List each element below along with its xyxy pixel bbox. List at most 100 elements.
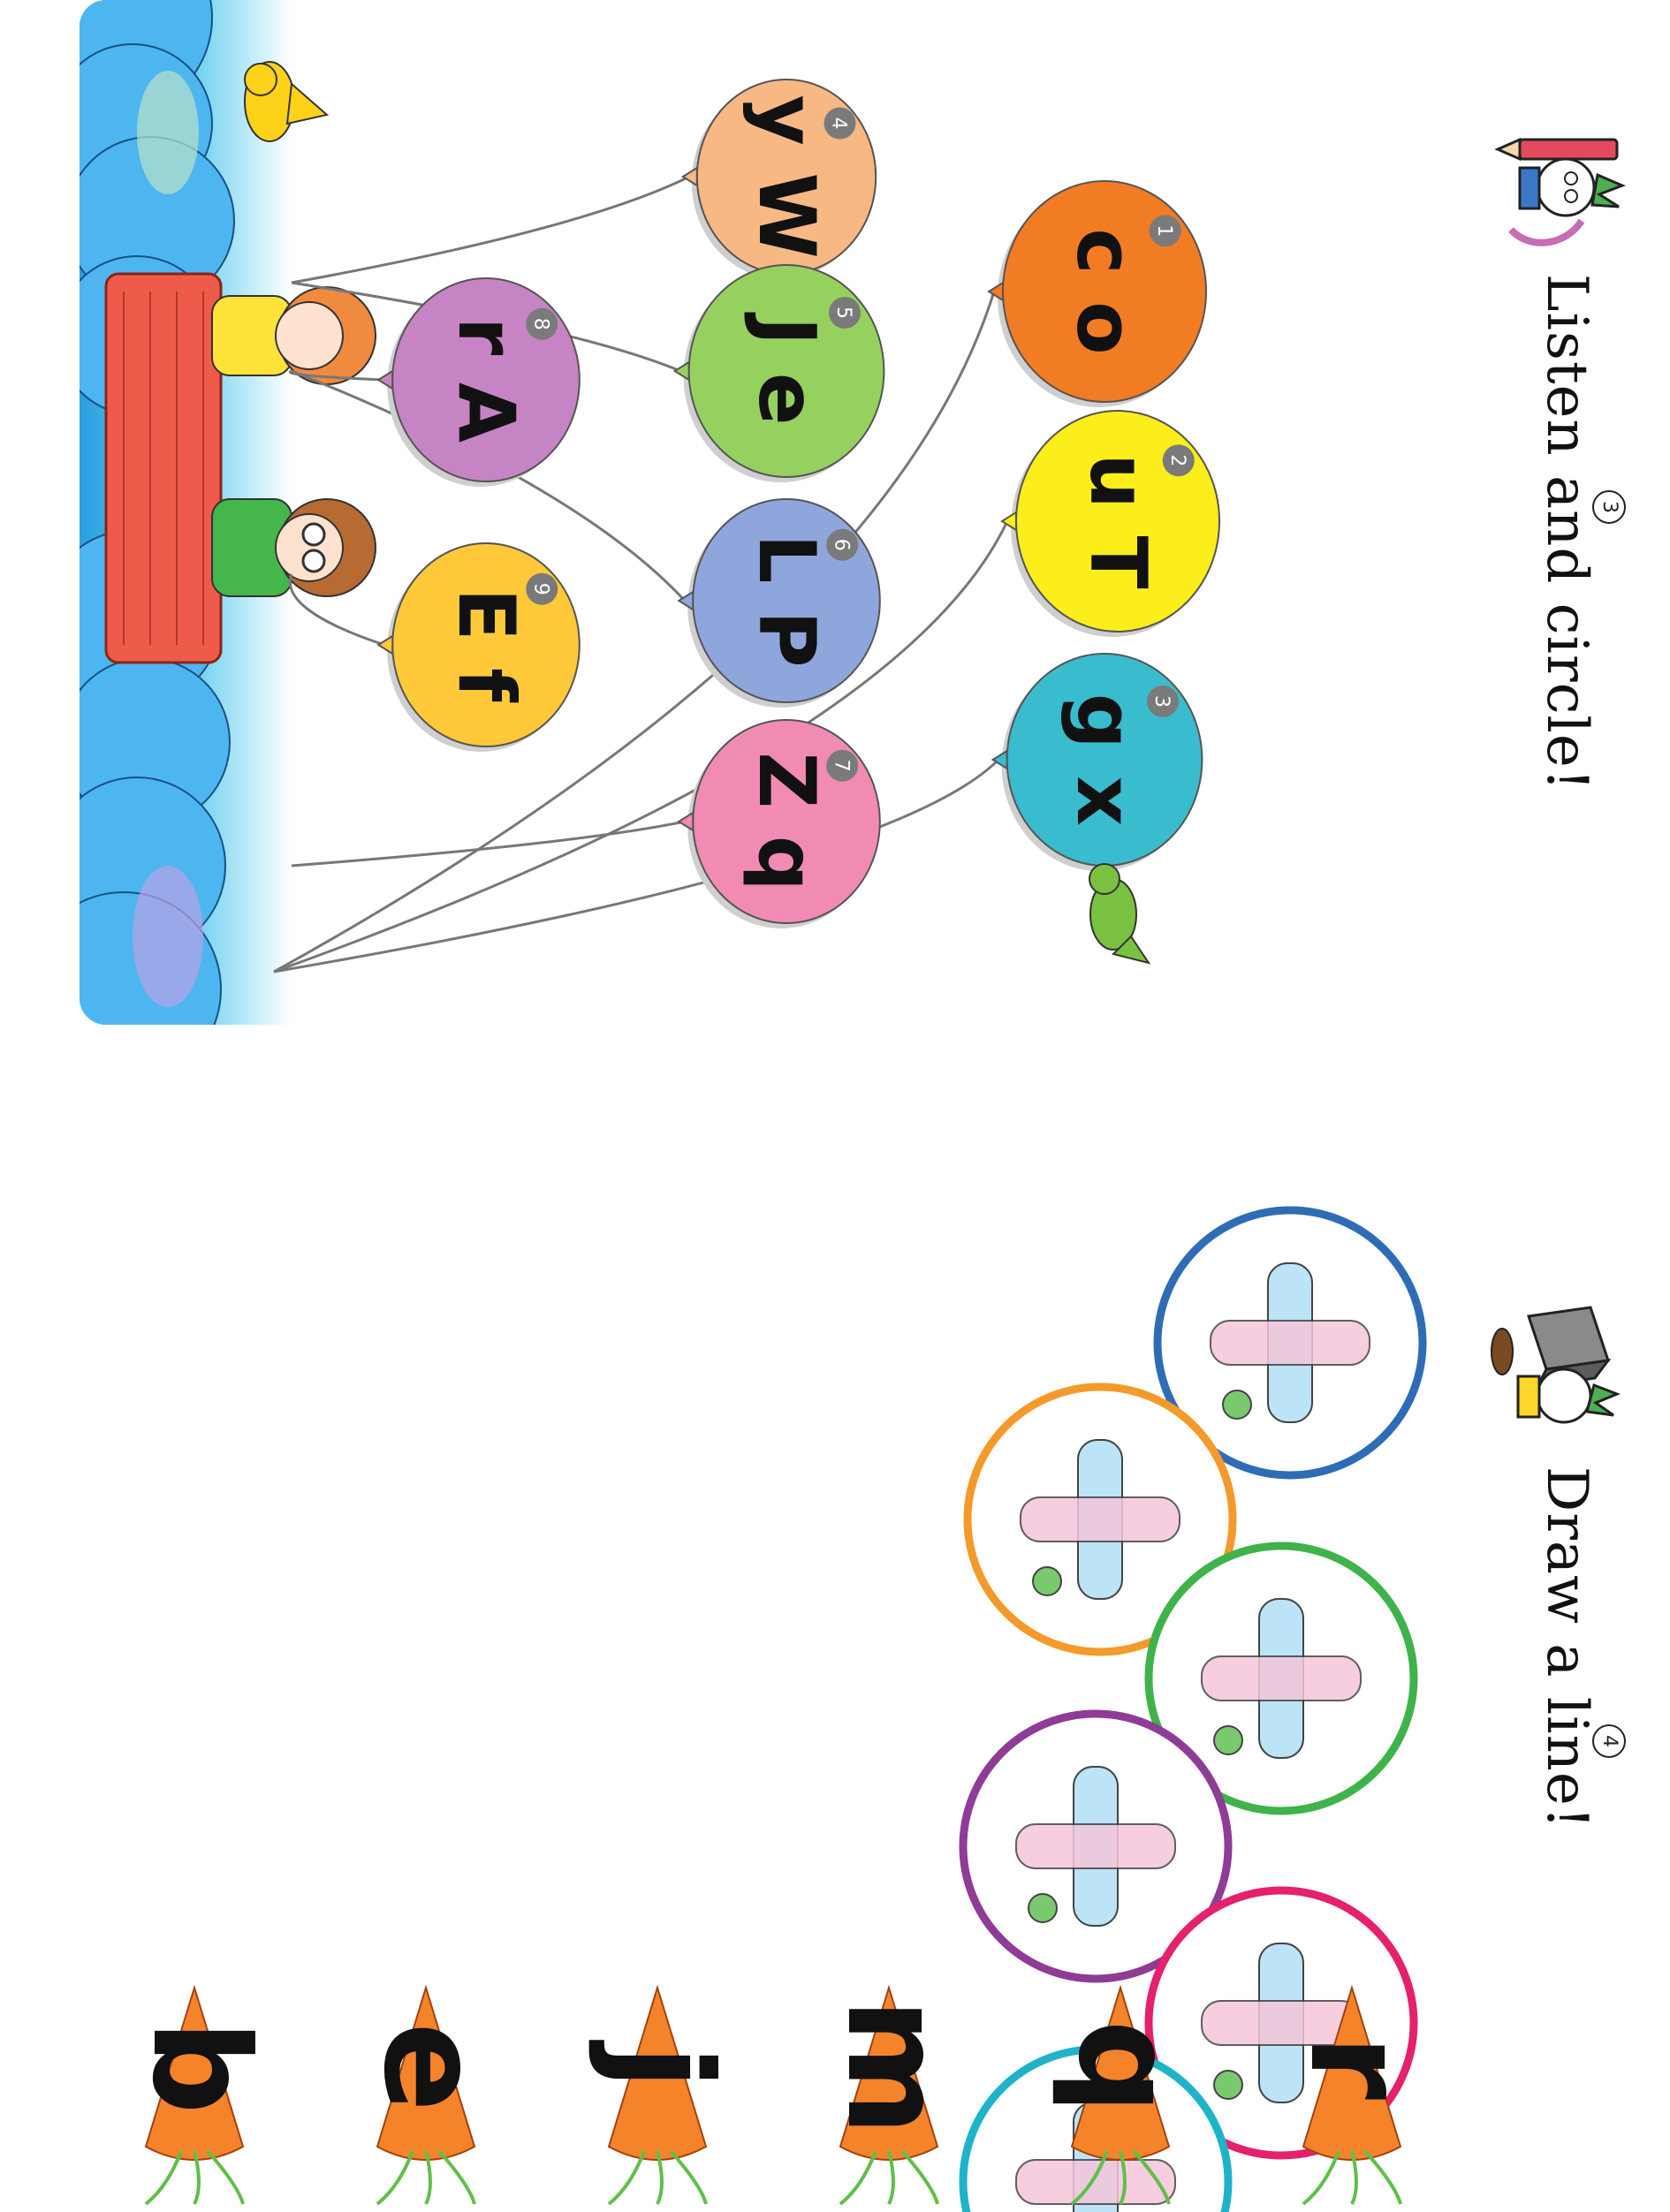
- carrot-leaf: [144, 2150, 183, 2206]
- letter-circle-3[interactable]: [1144, 1542, 1418, 1815]
- carrot-letter: b: [123, 2019, 277, 2114]
- balloon-letters: E f: [441, 587, 532, 703]
- balloon-number: 2: [1166, 454, 1188, 466]
- balloon-5[interactable]: 5J e: [672, 264, 885, 482]
- balloon-letters: y W: [741, 95, 832, 258]
- carrot-leaf: [669, 2149, 708, 2205]
- balloon-knot: [1000, 511, 1017, 532]
- balloon-string: [273, 291, 996, 973]
- carrot-leaf: [1119, 2150, 1127, 2205]
- carrot-leaf: [437, 2149, 476, 2205]
- pencil-monkey-icon: [1494, 137, 1626, 246]
- balloon-letters: Z q: [741, 752, 832, 890]
- carrot-r[interactable]: r: [1280, 1984, 1434, 2206]
- carrot-leaf: [1302, 2150, 1340, 2206]
- carrot-leaf: [424, 2150, 432, 2205]
- letter-picture-circles: [959, 1206, 1427, 2212]
- letter-circle-1[interactable]: [1153, 1206, 1427, 1480]
- balloon-number: 7: [830, 760, 852, 772]
- boy-with-box-icon: [1491, 1306, 1621, 1424]
- carrot-leaf: [607, 2150, 646, 2206]
- carrot-letter: r: [1280, 2034, 1434, 2100]
- balloon-number: 3: [1150, 695, 1173, 708]
- balloon-8[interactable]: 8r A: [376, 277, 581, 487]
- balloon-4[interactable]: 4y W: [680, 79, 877, 279]
- letter-circle-4[interactable]: [959, 1709, 1233, 1983]
- figure-body: [1020, 1496, 1180, 1542]
- balloon-number: 1: [1153, 224, 1175, 237]
- page4-number: 4: [1592, 1724, 1626, 1758]
- balloon-letters: c o: [1059, 228, 1150, 354]
- egg-icon: [1213, 1725, 1243, 1755]
- balloon-number-badge: [526, 307, 558, 340]
- balloon-number-badge: [1147, 686, 1179, 717]
- balloon-2[interactable]: 2u T: [1000, 410, 1220, 637]
- carrot-leaf: [839, 2150, 877, 2206]
- egg-icon: [1213, 2070, 1243, 2100]
- balloon-knot: [376, 634, 394, 655]
- carrot-leaf: [1132, 2149, 1171, 2205]
- balloon-6[interactable]: 6L P: [677, 498, 881, 708]
- carrot-icon: [376, 1984, 476, 2161]
- carrot-icon: [1302, 1984, 1402, 2161]
- carrot-q[interactable]: q: [1049, 1984, 1203, 2206]
- carrot-leaf: [206, 2149, 245, 2205]
- balloon-string: [291, 820, 686, 867]
- balloon-string: [288, 369, 385, 382]
- carrot-leaf: [887, 2150, 895, 2205]
- balloon-basket: [104, 272, 223, 664]
- carrot-leaf: [193, 2150, 201, 2205]
- balloon-knot: [672, 360, 690, 382]
- carrot-letter: q: [1049, 2019, 1203, 2114]
- balloon-number: 8: [529, 318, 551, 330]
- green-bird-icon: [1089, 863, 1151, 965]
- carrot-leaf: [376, 2150, 414, 2206]
- balloon-string: [288, 573, 385, 647]
- balloon-letters: g x: [1059, 693, 1150, 826]
- balloon-string: [273, 758, 1000, 973]
- letter-circle-2[interactable]: [963, 1382, 1237, 1656]
- balloon-number-badge: [1162, 444, 1195, 477]
- balloon-number-badge: [829, 297, 861, 329]
- carrot-letter: m: [817, 1998, 971, 2136]
- carrot-e[interactable]: e: [354, 1984, 508, 2206]
- balloon-7[interactable]: 7Z q: [677, 719, 881, 928]
- balloon-string: [273, 520, 1009, 973]
- egg-icon: [1028, 1893, 1058, 1923]
- carrot-leaf: [1350, 2150, 1358, 2205]
- carrot-letter: j: [586, 2040, 740, 2089]
- egg-icon: [1032, 1566, 1062, 1596]
- page3-number: 3: [1592, 490, 1626, 524]
- balloon-letters: r A: [441, 317, 532, 443]
- balloon-number-badge: [826, 749, 859, 782]
- egg-icon: [1222, 1390, 1252, 1420]
- balloon-number: 6: [830, 539, 852, 551]
- balloon-number: 4: [828, 117, 850, 130]
- balloon-1[interactable]: 1c o: [987, 180, 1207, 407]
- carrot-j[interactable]: j: [586, 1984, 740, 2206]
- girl-passenger: [211, 286, 376, 385]
- carrot-b[interactable]: b: [123, 1984, 277, 2206]
- figure-body: [1015, 1823, 1176, 1869]
- carrot-leaf: [900, 2149, 939, 2205]
- balloon-letters: J e: [741, 312, 832, 425]
- balloon-knot: [677, 811, 695, 832]
- carrot-leaf: [1363, 2149, 1402, 2205]
- balloon-string: [291, 175, 690, 284]
- balloon-3[interactable]: 3g x: [991, 653, 1203, 871]
- carrot-m[interactable]: m: [817, 1984, 971, 2206]
- boy-passenger: [211, 498, 376, 597]
- balloon-9[interactable]: 9E f: [376, 542, 581, 752]
- balloon-number-badge: [826, 528, 859, 561]
- carrot-icon: [607, 1984, 708, 2161]
- balloon-letters: u T: [1073, 453, 1164, 588]
- balloon-scene: 1c o2u T3g x4y W5J e6L P7Z q8r A9E f: [80, 0, 1220, 1025]
- balloon-number: 5: [832, 307, 854, 319]
- carrot-icon: [1070, 1984, 1171, 2161]
- yellow-bird-icon: [244, 61, 330, 142]
- figure-body: [1210, 1320, 1370, 1366]
- balloon-knot: [987, 281, 1004, 302]
